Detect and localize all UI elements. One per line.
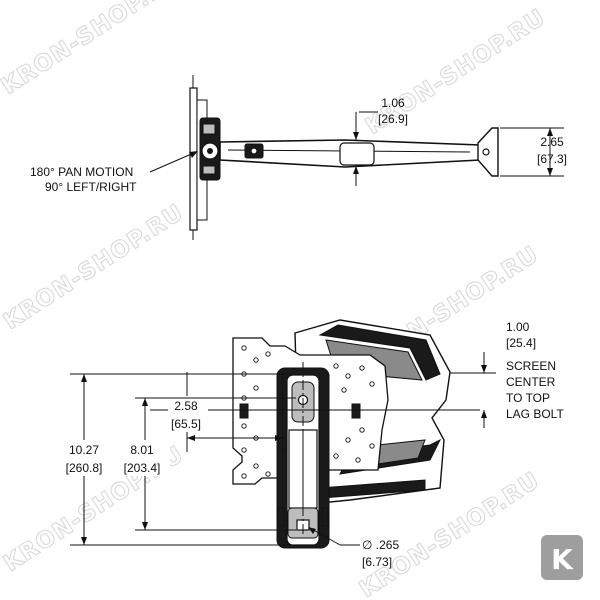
dim-wall-inch: 2.65 [540, 135, 564, 149]
dim-total-mm: [260.8] [66, 461, 103, 475]
note-to-top: TO TOP [506, 391, 550, 405]
dim-arm-mm: [26.9] [378, 112, 408, 126]
dim-width-mm: [65.5] [171, 417, 201, 431]
dim-width-inch: 2.58 [174, 399, 198, 413]
dim-offset-mm: [25.4] [506, 336, 536, 350]
watermark-layer: KRON-SHOP.RU KRON-SHOP.RU KRON-SHOP.RU K… [0, 0, 551, 600]
watermark: KRON-SHOP.RU [0, 199, 189, 335]
note-center: CENTER [506, 375, 556, 389]
dim-arm-inch: 1.06 [381, 96, 405, 110]
dim-hole-dia-mm: [6.73] [362, 555, 392, 569]
plate-holes [241, 345, 375, 479]
pan-range-label: 90° LEFT/RIGHT [45, 180, 137, 194]
front-view: 1.00 [25.4] SCREEN CENTER TO TOP LAG BOL… [58, 319, 564, 569]
top-view: 1.06 [26.9] 2.65 [67.3] 180° PAN MOTION … [30, 75, 567, 240]
dim-offset-inch: 1.00 [506, 320, 530, 334]
logo-letter: K [551, 543, 574, 576]
dim-total-inch: 10.27 [69, 443, 99, 457]
dim-wall-mm: [67.3] [537, 152, 567, 166]
note-lag-bolt: LAG BOLT [506, 407, 564, 421]
dim-holes-mm: [203.4] [124, 461, 161, 475]
pan-motion-label: 180° PAN MOTION [30, 165, 133, 179]
brand-logo: K [541, 535, 583, 580]
dim-hole-dia-inch: ∅ .265 [362, 538, 399, 552]
note-screen: SCREEN [506, 359, 556, 373]
dim-holes-inch: 8.01 [130, 443, 154, 457]
tv-plate-side [189, 87, 198, 231]
watermark: KRON-SHOP.RU [0, 0, 187, 100]
